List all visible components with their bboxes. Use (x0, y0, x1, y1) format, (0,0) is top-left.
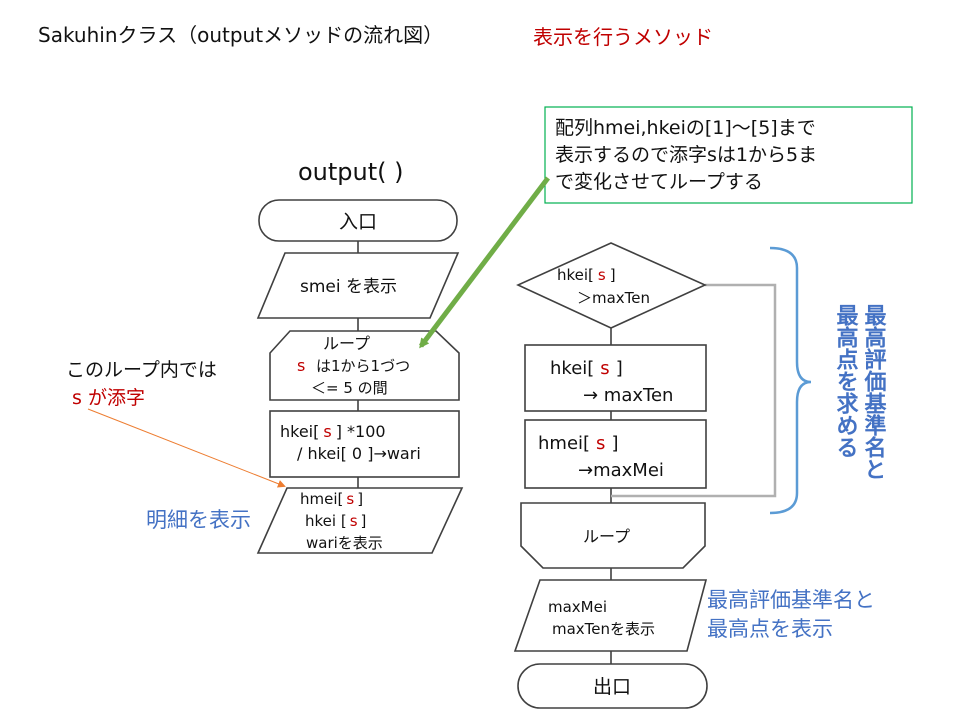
page-title: Sakuhinクラス（outputメソッドの流れ図） (38, 23, 443, 47)
set-maxten-line-2: → maxTen (583, 385, 673, 406)
callout-line-3: で変化させてループする (555, 171, 763, 193)
max-section-brace (769, 246, 812, 515)
entry-terminator (258, 199, 458, 242)
set-maxten-line-1: hkei[s] (550, 358, 623, 379)
bottom-note-line-1: 最高評価基準名と (707, 588, 875, 612)
show-max-line-1: maxMei (548, 598, 607, 616)
bypass-line (611, 283, 777, 498)
exit-terminator (517, 663, 708, 709)
calc-wari-line-2: / hkei[ 0 ]→wari (297, 444, 421, 463)
max-decision-line-2: ＞maxTen (577, 289, 650, 307)
show-detail-line-2: hkei [s] (305, 512, 366, 530)
show-max-line-2: maxTenを表示 (552, 620, 655, 638)
calc-wari-line-1: hkei[s] *100 (280, 422, 386, 441)
loop-note-line-2: s が添字 (72, 387, 145, 409)
page-subtitle: 表示を行うメソッド (533, 25, 713, 49)
loop-end-label: ループ (583, 527, 630, 546)
brace-note-col-2: 最高点を求める (833, 304, 859, 458)
loop-note-arrow (87, 408, 286, 488)
loop-start-var: s (297, 356, 305, 375)
callout-line-2: 表示するので添字sは1から5ま (555, 144, 817, 166)
loop-start-cond-2: ＜= 5 の間 (311, 379, 388, 397)
callout-arrow (419, 176, 550, 349)
callout-line-1: 配列hmei,hkeiの[1]～[5]まで (555, 117, 816, 139)
show-detail-io (256, 487, 464, 554)
loop-start-cond-1: は1から1づつ (316, 357, 410, 375)
set-maxmei-process (524, 419, 707, 489)
loop-range-callout (544, 106, 913, 204)
exit-label: 出口 (593, 676, 631, 698)
show-smei-label: smei を表示 (300, 277, 397, 297)
detail-note: 明細を表示 (146, 508, 251, 532)
max-decision (516, 242, 707, 329)
brace-note-col-1: 最高評価基準名と (861, 304, 888, 480)
set-maxten-process (524, 344, 707, 412)
bottom-note-line-2: 最高点を表示 (707, 617, 833, 641)
max-decision-line-1: hkei[s] (557, 266, 616, 284)
method-label: output( ) (298, 158, 404, 186)
calc-wari-process (269, 410, 460, 478)
loop-note-line-1: このループ内では (66, 359, 217, 381)
show-max-io (513, 579, 708, 652)
set-maxmei-line-1: hmei[s] (538, 433, 618, 454)
show-detail-line-3: wariを表示 (306, 534, 383, 552)
loop-start-box (269, 330, 460, 401)
show-detail-line-1: hmei[s] (300, 490, 363, 508)
show-smei-io (256, 252, 460, 319)
loop-start-title: ループ (323, 334, 370, 353)
loop-end-box (520, 502, 706, 569)
set-maxmei-line-2: →maxMei (578, 460, 664, 481)
entry-label: 入口 (339, 211, 377, 233)
